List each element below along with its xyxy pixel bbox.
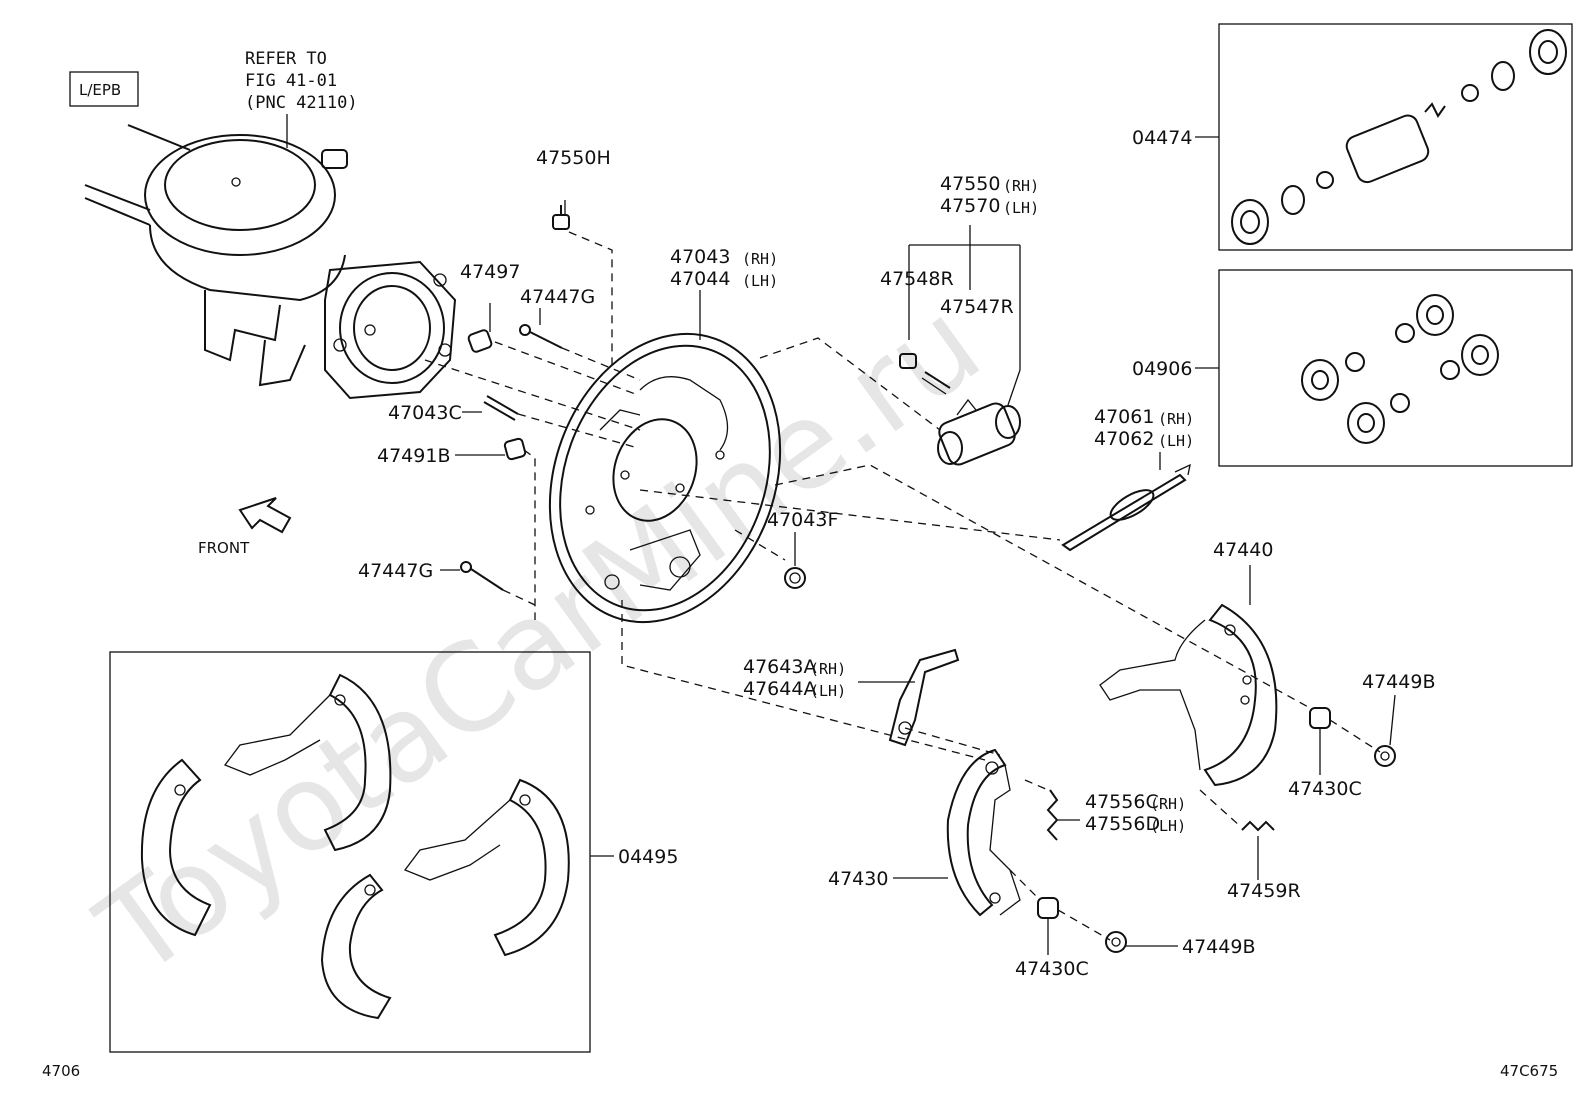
washer-47449B-bottom bbox=[1105, 931, 1127, 953]
svg-text:(RH): (RH) bbox=[1158, 410, 1194, 428]
svg-text:(PNC 42110): (PNC 42110) bbox=[245, 93, 358, 113]
leader-lines bbox=[440, 136, 1396, 955]
label-47449B-right: 47449B bbox=[1362, 671, 1435, 693]
label-47550H: 47550H bbox=[536, 147, 611, 169]
label-47548R: 47548R bbox=[880, 268, 954, 290]
label-47491B: 47491B bbox=[377, 445, 450, 467]
page-ref-left: 4706 bbox=[42, 1062, 80, 1080]
wheel-cylinder-drawing bbox=[899, 353, 1021, 466]
backing-plate-drawing bbox=[548, 332, 782, 624]
l-epb-badge: L/EPB bbox=[69, 71, 139, 107]
spring-47459R bbox=[1241, 820, 1275, 832]
svg-text:FIG 41-01: FIG 41-01 bbox=[245, 71, 337, 91]
kit-04906-drawing bbox=[1301, 294, 1499, 444]
assembly-lines bbox=[424, 231, 1381, 941]
svg-text:(RH): (RH) bbox=[1003, 177, 1039, 195]
label-47447G-top: 47447G bbox=[520, 286, 595, 308]
svg-text:REFER TO: REFER TO bbox=[245, 49, 327, 69]
bolt-47043C bbox=[483, 395, 519, 421]
bleeder-47550H bbox=[552, 205, 570, 230]
label-47643A-47644A: 47643A (RH) 47644A (LH) bbox=[743, 656, 846, 700]
svg-text:(RH): (RH) bbox=[810, 660, 846, 678]
label-47449B-bottom: 47449B bbox=[1182, 936, 1255, 958]
strut-47643A-drawing bbox=[888, 648, 960, 747]
svg-text:(LH): (LH) bbox=[810, 682, 846, 700]
svg-text:L/EPB: L/EPB bbox=[79, 81, 121, 99]
kit-04495-drawing bbox=[140, 673, 570, 1020]
nut-47491B bbox=[503, 437, 527, 461]
label-47440: 47440 bbox=[1213, 539, 1273, 561]
svg-text:47644A: 47644A bbox=[743, 678, 816, 700]
svg-text:(RH): (RH) bbox=[742, 250, 778, 268]
svg-text:47556D: 47556D bbox=[1085, 813, 1160, 835]
label-47447G-bottom: 47447G bbox=[358, 560, 433, 582]
svg-text:47643A: 47643A bbox=[743, 656, 816, 678]
svg-text:47061: 47061 bbox=[1094, 406, 1154, 428]
kit-box-04495 bbox=[109, 651, 591, 1053]
kit-box-04474 bbox=[1218, 23, 1573, 251]
svg-text:47062: 47062 bbox=[1094, 428, 1154, 450]
label-47430C-right: 47430C bbox=[1288, 778, 1362, 800]
label-47547R: 47547R bbox=[940, 296, 1014, 318]
kit-04474-drawing bbox=[1231, 29, 1567, 245]
shoe-47440-drawing bbox=[1099, 603, 1278, 787]
bolt-47497 bbox=[467, 329, 493, 353]
page-ref-right: 47C675 bbox=[1500, 1062, 1558, 1080]
watermark: ToyotaCarMine.ru bbox=[75, 275, 1006, 1004]
label-47556C-47556D: 47556C (RH) 47556D (LH) bbox=[1085, 791, 1186, 835]
svg-text:(LH): (LH) bbox=[1003, 199, 1039, 217]
kit-box-04906 bbox=[1218, 269, 1573, 467]
bolt-47447G-bottom bbox=[460, 561, 504, 591]
refer-note: REFER TO FIG 41-01 (PNC 42110) bbox=[245, 49, 358, 148]
label-47061-47062: 47061 (RH) 47062 (LH) bbox=[1094, 406, 1194, 450]
label-47043-47044: 47043 (RH) 47044 (LH) bbox=[670, 246, 778, 290]
axle-housing-drawing bbox=[84, 124, 457, 400]
label-04906: 04906 bbox=[1132, 358, 1192, 380]
label-47497: 47497 bbox=[460, 261, 520, 283]
label-47043C: 47043C bbox=[388, 402, 462, 424]
washer-47449B-right bbox=[1374, 745, 1396, 767]
front-arrow-icon bbox=[238, 497, 292, 534]
shoe-47430-drawing bbox=[946, 748, 1021, 917]
svg-text:47556C: 47556C bbox=[1085, 791, 1159, 813]
adjuster-drawing bbox=[1061, 463, 1191, 552]
spring-47556C bbox=[1046, 789, 1059, 841]
label-47043F: 47043F bbox=[767, 509, 838, 531]
label-47430C-bottom: 47430C bbox=[1015, 958, 1089, 980]
svg-text:(LH): (LH) bbox=[1158, 432, 1194, 450]
svg-text:47570: 47570 bbox=[940, 195, 1000, 217]
label-04474: 04474 bbox=[1132, 127, 1192, 149]
label-47459R: 47459R bbox=[1227, 880, 1301, 902]
svg-text:(LH): (LH) bbox=[1150, 817, 1186, 835]
svg-text:47044: 47044 bbox=[670, 268, 730, 290]
label-47550-47570: 47550 (RH) 47570 (LH) bbox=[940, 173, 1039, 217]
svg-text:47043: 47043 bbox=[670, 246, 730, 268]
label-04495: 04495 bbox=[618, 846, 678, 868]
label-47430: 47430 bbox=[828, 868, 888, 890]
bolt-47447G-top bbox=[519, 324, 563, 349]
nut-47043F bbox=[784, 567, 806, 589]
svg-text:47550: 47550 bbox=[940, 173, 1000, 195]
spring-47430C-right bbox=[1309, 707, 1331, 729]
front-label: FRONT bbox=[198, 539, 250, 557]
bracket-47550 bbox=[908, 225, 1021, 406]
spring-47430C-bottom bbox=[1037, 897, 1059, 919]
svg-text:(LH): (LH) bbox=[742, 272, 778, 290]
svg-text:(RH): (RH) bbox=[1150, 795, 1186, 813]
